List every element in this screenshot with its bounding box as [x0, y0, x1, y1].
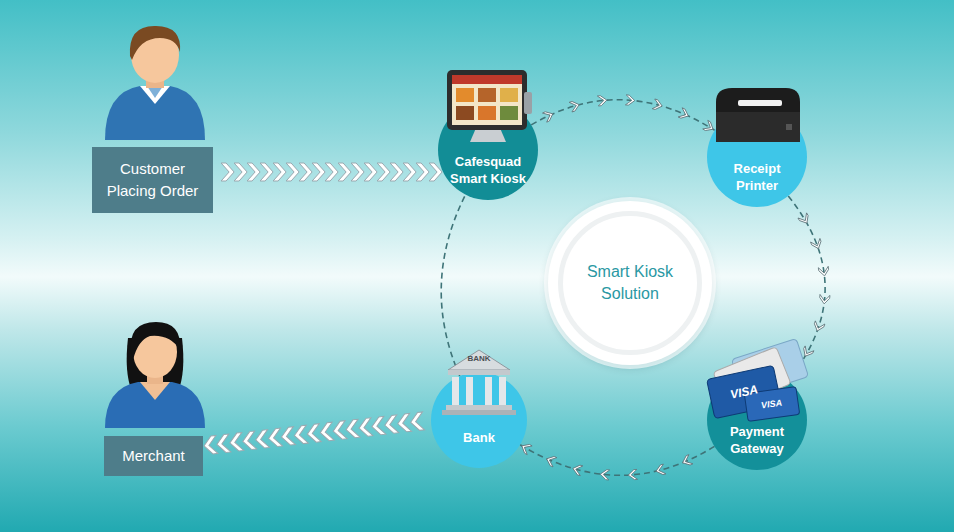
printer-illustration: [716, 88, 800, 142]
step-circle: Bank: [431, 372, 527, 468]
step-label: Bank: [436, 430, 522, 447]
flow-connector: [203, 412, 431, 455]
bank-illustration: [442, 350, 516, 415]
actor-label: Merchant: [122, 445, 185, 467]
bank-sign: BANK: [467, 354, 490, 363]
card-illustration: [707, 338, 809, 421]
flow-connector: [531, 95, 715, 134]
actor-box: Customer Placing Order: [92, 147, 213, 213]
step-label: Receipt Printer: [714, 161, 800, 195]
flow-connector: [441, 195, 465, 376]
step-label: Payment Gateway: [714, 424, 800, 458]
step-label: Smart Kiosk Solution: [575, 261, 685, 304]
merchant-icon: [105, 322, 205, 428]
actor-box: Merchant: [104, 436, 203, 476]
hub-ring: [558, 211, 702, 355]
customer-icon: [105, 26, 205, 140]
flow-connector: [519, 441, 714, 480]
flow-connector: [213, 163, 443, 181]
actor-label: Customer Placing Order: [100, 158, 205, 202]
kiosk-illustration: [447, 70, 532, 142]
hub-circle: Smart Kiosk Solution: [548, 201, 712, 365]
step-label: Cafesquad Smart Kiosk: [445, 154, 531, 188]
